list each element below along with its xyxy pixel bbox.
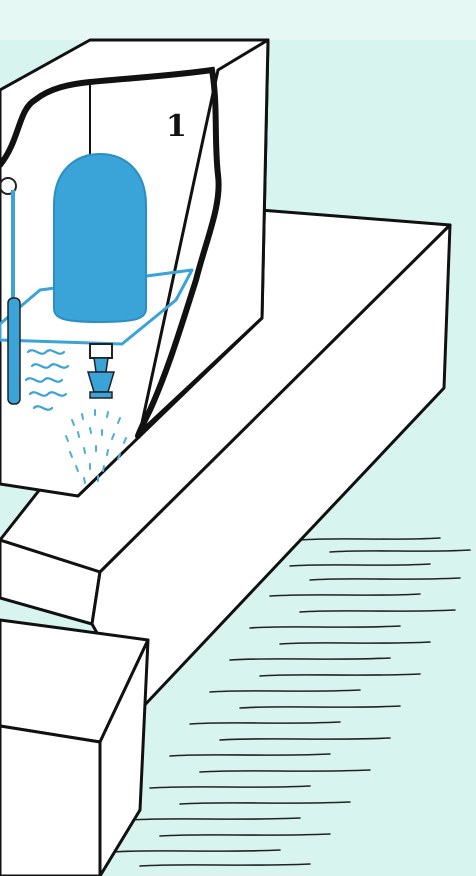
- lower-box-front: [0, 726, 100, 876]
- background-highlight: [0, 0, 476, 40]
- callout-label: 1: [166, 109, 187, 144]
- blue-dome-tank-icon: [54, 154, 146, 322]
